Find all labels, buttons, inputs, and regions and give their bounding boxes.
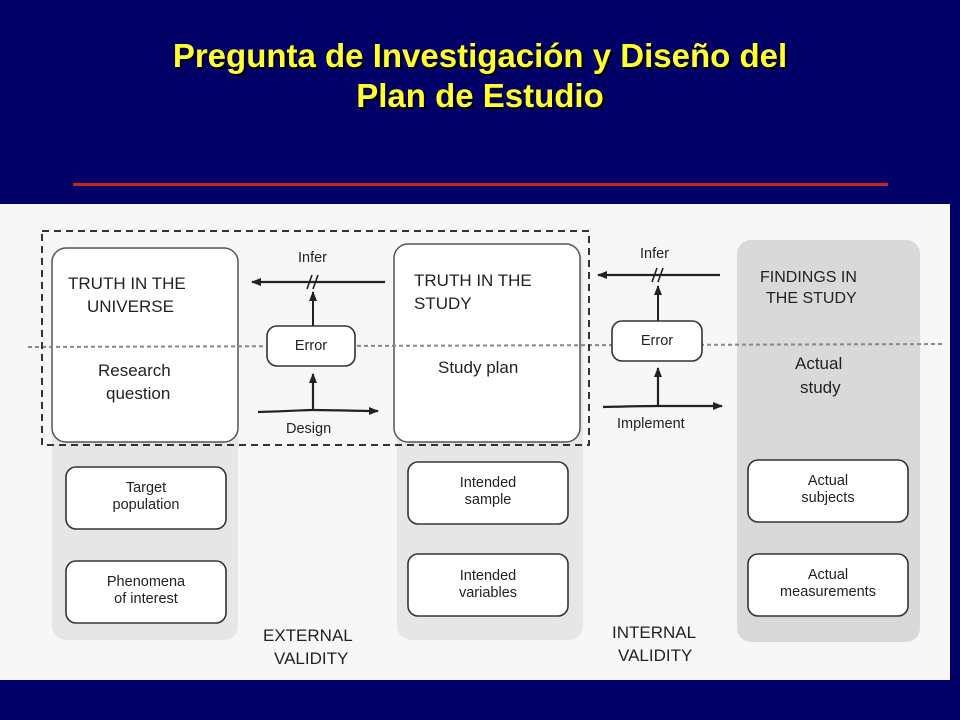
- intended-sample-box: [407, 461, 569, 525]
- intended-sample-line-1: Intended: [459, 475, 517, 491]
- actual-subjects-box: [747, 459, 909, 523]
- actual-measurements-box: [747, 553, 909, 617]
- infer-break-mark-2a: [651, 267, 658, 283]
- study-heading-line-2: STUDY: [414, 294, 472, 313]
- study-heading-line-1: TRUTH IN THE: [414, 271, 532, 290]
- findings-body-line-1: Actual: [795, 354, 843, 373]
- infer-break-mark-2b: [657, 267, 664, 283]
- error-box-2: [611, 320, 703, 362]
- intended-sample-label: Intended sample: [408, 475, 568, 509]
- error-box-1: [266, 325, 356, 367]
- infer-label-2: Infer: [640, 246, 670, 262]
- target-population-line-1: Target: [125, 480, 167, 496]
- validity-diagram: TRUTH IN THE UNIVERSE Research question …: [0, 204, 950, 680]
- phenomena-line-2: of interest: [114, 591, 178, 607]
- target-population-line-2: population: [112, 497, 180, 513]
- intended-variables-box: [407, 553, 569, 617]
- diagram-graphics: [27, 230, 946, 642]
- design-enclosure: [41, 230, 590, 446]
- error-label-1: Error: [294, 338, 328, 354]
- actual-subjects-label: Actual subjects: [748, 473, 908, 507]
- findings-heading-line-2: THE STUDY: [766, 290, 857, 307]
- universe-upper-box: [51, 247, 239, 443]
- universe-body-line-1: Research: [98, 361, 171, 380]
- actual-subjects-line-2: subjects: [801, 490, 855, 506]
- slide-title: Pregunta de Investigación y Diseño del P…: [0, 36, 960, 116]
- title-line-1: Pregunta de Investigación y Diseño del: [172, 37, 788, 74]
- actual-subjects-line-1: Actual: [807, 473, 849, 489]
- findings-heading-line-1: FINDINGS IN: [760, 269, 857, 286]
- internal-validity-line-1: INTERNAL: [612, 623, 697, 642]
- target-population-box: [65, 466, 227, 530]
- external-validity-line-1: EXTERNAL: [263, 626, 353, 645]
- findings-body-line-2: study: [800, 378, 841, 397]
- actual-measurements-line-2: measurements: [780, 584, 876, 600]
- study-upper-box: [393, 243, 581, 443]
- intended-variables-label: Intended variables: [408, 568, 568, 602]
- actual-measurements-label: Actual measurements: [748, 567, 908, 601]
- implement-label: Implement: [617, 416, 685, 432]
- infer-label-1: Infer: [298, 250, 328, 266]
- intended-variables-line-2: variables: [458, 585, 518, 601]
- external-validity-line-2: VALIDITY: [274, 649, 349, 668]
- universe-body-line-2: question: [106, 384, 171, 403]
- findings-column: [737, 240, 920, 642]
- internal-validity-line-2: VALIDITY: [618, 646, 693, 665]
- universe-heading-line-2: UNIVERSE: [87, 297, 174, 316]
- study-body: Study plan: [438, 358, 519, 377]
- design-arrow-1: [257, 406, 379, 415]
- title-line-2: Plan de Estudio: [356, 77, 604, 114]
- phenomena-label: Phenomena of interest: [66, 574, 226, 608]
- infer-break-mark-1a: [306, 274, 313, 290]
- intended-variables-line-1: Intended: [459, 568, 517, 584]
- phenomena-box: [65, 560, 227, 624]
- infer-break-mark-1b: [312, 274, 319, 290]
- implement-arrow-2: [602, 402, 723, 410]
- target-population-label: Target population: [66, 480, 226, 514]
- universe-heading-line-1: TRUTH IN THE: [68, 274, 186, 293]
- title-divider: [73, 183, 888, 186]
- phenomena-line-1: Phenomena: [106, 574, 186, 590]
- error-label-2: Error: [640, 333, 674, 349]
- actual-measurements-line-1: Actual: [807, 567, 849, 583]
- design-label: Design: [286, 421, 332, 437]
- truth-separator-line: [27, 343, 946, 348]
- intended-sample-line-2: sample: [464, 492, 512, 508]
